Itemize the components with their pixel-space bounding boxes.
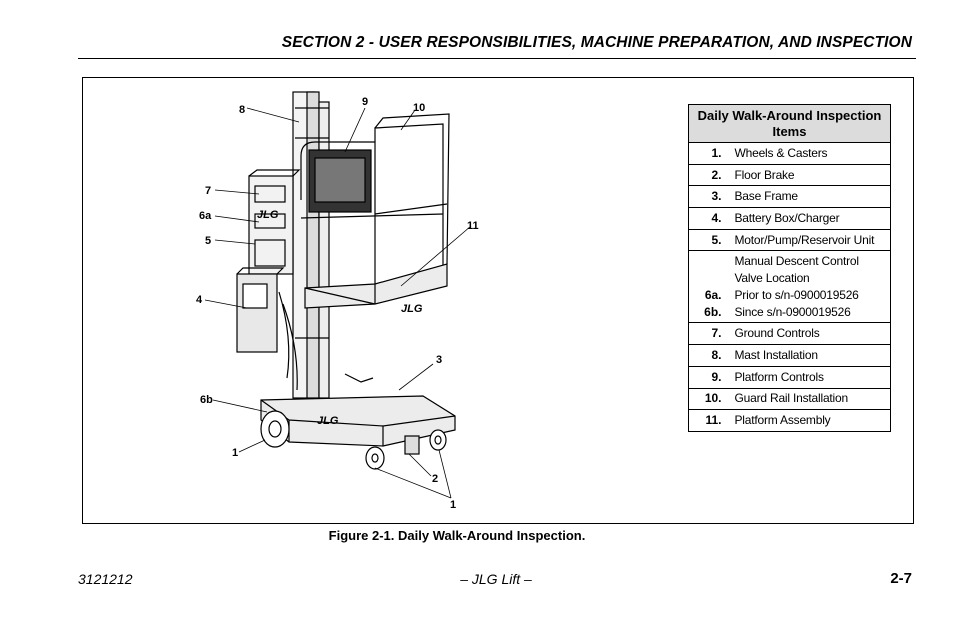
item-number-6b: 6b. bbox=[704, 304, 722, 319]
item-label: Battery Box/Charger bbox=[727, 207, 891, 230]
callout-label: 1 bbox=[232, 447, 238, 459]
footer-title: – JLG Lift – bbox=[460, 571, 532, 587]
callout-label: 9 bbox=[362, 96, 368, 108]
front-wheel bbox=[260, 410, 290, 448]
callout-label: 11 bbox=[467, 220, 479, 232]
inspection-items-table: Daily Walk-Around Inspection Items 1.Whe… bbox=[688, 104, 891, 432]
table-header: Daily Walk-Around Inspection Items bbox=[688, 104, 891, 143]
figure-frame: JLG JLG JLG 8 9 10 7 6a 5 11 4 3 bbox=[82, 77, 914, 524]
item-label: Base Frame bbox=[727, 185, 891, 209]
caster-right bbox=[429, 429, 447, 451]
item-number: 10. bbox=[688, 387, 728, 411]
item-label: Wheels & Casters bbox=[727, 142, 891, 165]
item-number: 2. bbox=[688, 163, 728, 187]
table-row: 10.Guard Rail Installation bbox=[688, 387, 891, 411]
callout-label: 3 bbox=[436, 354, 442, 366]
item-label: Platform Assembly bbox=[727, 409, 891, 432]
callout-label: 2 bbox=[432, 473, 438, 485]
brand-mark: JLG bbox=[257, 209, 279, 221]
table-row: 2.Floor Brake bbox=[688, 163, 891, 187]
page-number: 2-7 bbox=[890, 570, 912, 587]
item-label: Motor/Pump/Reservoir Unit bbox=[727, 228, 891, 252]
item-label: Manual Descent Control Valve Location Pr… bbox=[727, 250, 891, 324]
caster-left bbox=[365, 446, 385, 470]
guard-rail bbox=[300, 141, 376, 288]
item-number: 11. bbox=[688, 409, 728, 432]
battery-box bbox=[236, 273, 278, 353]
item-number: 6a. 6b. bbox=[688, 250, 728, 324]
table-row: 9.Platform Controls bbox=[688, 365, 891, 389]
callout-label: 7 bbox=[205, 185, 211, 197]
doc-number: 3121212 bbox=[78, 571, 133, 587]
item-label: Guard Rail Installation bbox=[727, 387, 891, 411]
item-number: 8. bbox=[688, 344, 728, 367]
callout-label: 10 bbox=[413, 102, 425, 114]
brand-mark: JLG bbox=[401, 303, 423, 315]
table-row: 11.Platform Assembly bbox=[688, 409, 891, 432]
item-number: 9. bbox=[688, 365, 728, 389]
figure-caption: Figure 2-1. Daily Walk-Around Inspection… bbox=[328, 528, 586, 543]
callout-label: 6b bbox=[200, 394, 213, 406]
item-number: 1. bbox=[688, 142, 728, 165]
table-row: 5.Motor/Pump/Reservoir Unit bbox=[688, 228, 891, 252]
item-label: Ground Controls bbox=[727, 322, 891, 346]
item-number: 4. bbox=[688, 207, 728, 230]
section-title: SECTION 2 - USER RESPONSIBILITIES, MACHI… bbox=[281, 34, 912, 51]
item-label: Floor Brake bbox=[727, 163, 891, 187]
item-label: Mast Installation bbox=[727, 344, 891, 367]
base-frame bbox=[260, 395, 456, 447]
item-number: 7. bbox=[688, 322, 728, 346]
item-label: Platform Controls bbox=[727, 365, 891, 389]
ground-control-box bbox=[248, 175, 294, 275]
brand-mark: JLG bbox=[317, 415, 339, 427]
table-row: 3.Base Frame bbox=[688, 185, 891, 209]
item-label-6b: Since s/n-0900019526 bbox=[734, 304, 851, 319]
item-number: 5. bbox=[688, 228, 728, 252]
callout-label: 4 bbox=[196, 294, 203, 306]
callout-label: 8 bbox=[239, 104, 245, 116]
table-row: 7.Ground Controls bbox=[688, 322, 891, 346]
item-label-6a: Prior to s/n-0900019526 bbox=[734, 287, 859, 302]
header-rule bbox=[78, 58, 916, 59]
table-row: 4.Battery Box/Charger bbox=[688, 207, 891, 230]
table-row: 8.Mast Installation bbox=[688, 344, 891, 367]
item-number: 3. bbox=[688, 185, 728, 209]
callout-label: 1 bbox=[450, 499, 456, 511]
callout-label: 5 bbox=[205, 235, 211, 247]
floor-brake bbox=[404, 435, 420, 455]
callout-label: 6a bbox=[199, 210, 212, 222]
table-row: 1.Wheels & Casters bbox=[688, 142, 891, 165]
item-number-6a: 6a. bbox=[704, 287, 722, 302]
item-label-line: Valve Location bbox=[734, 270, 810, 285]
item-label-line: Manual Descent Control bbox=[734, 253, 860, 268]
lift-illustration: JLG JLG JLG 8 9 10 7 6a 5 11 4 3 bbox=[196, 91, 479, 511]
table-row: 6a. 6b. Manual Descent Control Valve Loc… bbox=[688, 250, 891, 324]
